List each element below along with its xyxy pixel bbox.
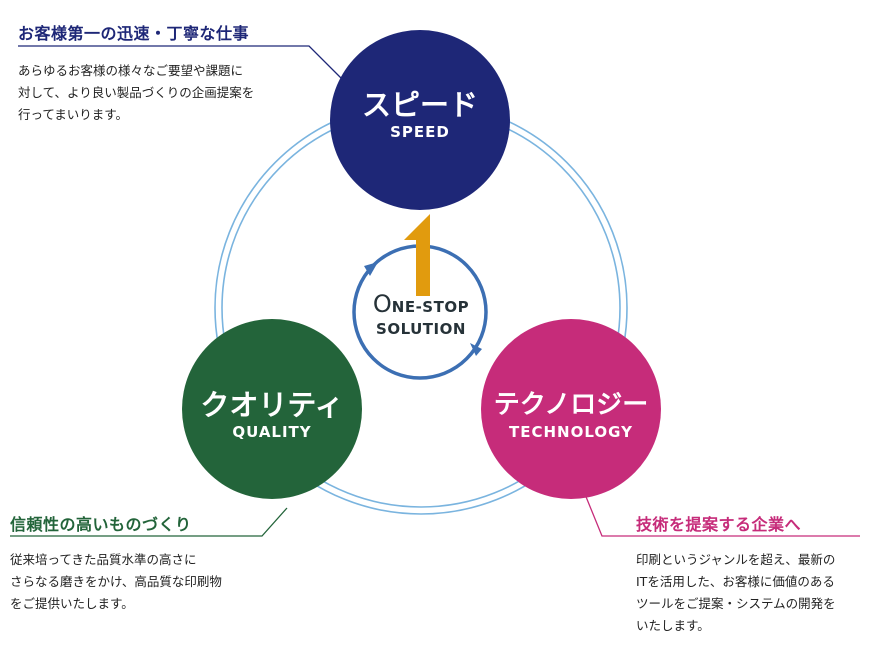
- technology-subtitle: TECHNOLOGY: [509, 423, 633, 441]
- speed-description-line: あらゆるお客様の様々なご要望や課題に: [18, 63, 244, 78]
- center-line2: SOLUTION: [376, 320, 466, 338]
- speed-leader-line: [18, 45, 346, 83]
- center-line1-rest: NE-STOP: [391, 298, 470, 316]
- center-line-2: SOLUTION: [366, 320, 476, 338]
- quality-description: 従来培ってきた品質水準の高さに さらなる磨きをかけ、高品質な印刷物 をご提供いた…: [10, 549, 222, 615]
- technology-heading: 技術を提案する企業へ: [636, 515, 802, 534]
- technology-circle: [481, 319, 661, 499]
- quality-leader-line: [10, 507, 288, 537]
- speed-label: スピード SPEED: [330, 88, 510, 142]
- speed-title: スピード: [361, 88, 478, 122]
- quality-description-line: をご提供いたします。: [10, 596, 134, 611]
- technology-description-line: 印刷というジャンルを超え、最新の: [636, 552, 836, 567]
- technology-title: テクノロジー: [493, 390, 649, 420]
- center-line-1: ONE-STOP: [366, 290, 476, 318]
- technology-leader-line: [579, 481, 860, 537]
- quality-label: クオリティ QUALITY: [182, 388, 362, 442]
- speed-heading: お客様第一の迅速・丁寧な仕事: [18, 24, 250, 43]
- quality-description-line: さらなる磨きをかけ、高品質な印刷物: [10, 574, 222, 589]
- speed-description-line: 対して、より良い製品づくりの企画提案を: [18, 85, 255, 100]
- technology-label: テクノロジー TECHNOLOGY: [481, 388, 661, 442]
- speed-subtitle: SPEED: [390, 123, 450, 141]
- quality-title: クオリティ: [200, 388, 344, 422]
- technology-description: 印刷というジャンルを超え、最新の ITを活用した、お客様に価値のある ツールをご…: [636, 549, 836, 637]
- technology-description-line: ITを活用した、お客様に価値のある: [636, 574, 835, 589]
- center-initial: O: [372, 290, 392, 318]
- quality-heading: 信頼性の高いものづくり: [10, 515, 192, 534]
- quality-subtitle: QUALITY: [232, 423, 312, 441]
- speed-description-line: 行ってまいります。: [18, 107, 129, 122]
- quality-circle: [182, 319, 362, 499]
- quality-description-line: 従来培ってきた品質水準の高さに: [10, 552, 197, 567]
- technology-description-line: ツールをご提案・システムの開発を: [636, 596, 836, 611]
- technology-description-line: いたします。: [636, 618, 710, 633]
- speed-description: あらゆるお客様の様々なご要望や課題に 対して、より良い製品づくりの企画提案を 行…: [18, 60, 254, 126]
- gold-arrow: [404, 214, 430, 296]
- speed-circle: [330, 30, 510, 210]
- cycle-arrowhead-bottom: [470, 343, 482, 356]
- cycle-arrowhead-top: [364, 262, 378, 276]
